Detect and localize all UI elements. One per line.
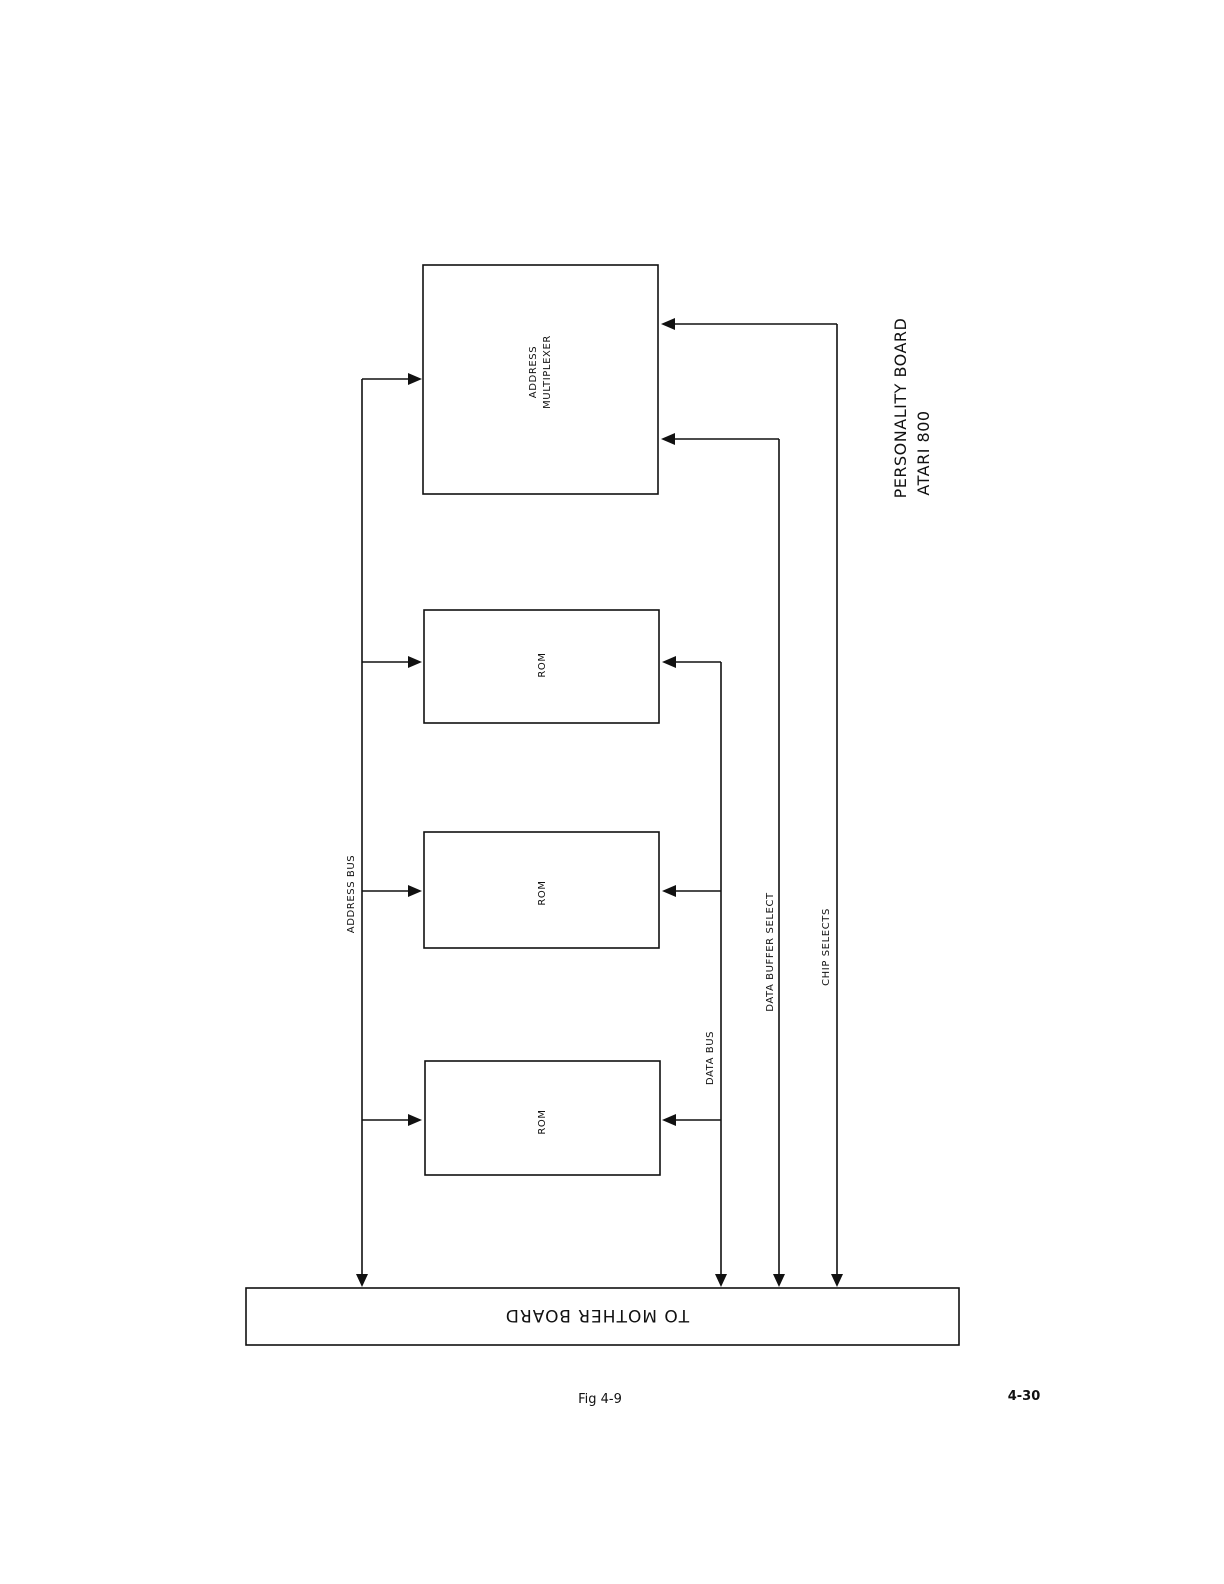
arrow-right-icon (408, 656, 422, 668)
address-bus-lines (356, 373, 422, 1287)
mother-board-label: TO MOTHER BOARD (505, 1305, 690, 1325)
arrow-left-icon (662, 1114, 676, 1126)
arrow-down-icon (715, 1274, 727, 1287)
rom-label-2: ROM (537, 880, 548, 905)
arrow-right-icon (408, 373, 422, 385)
address-multiplexer-label-2: MULTIPLEXER (542, 335, 553, 409)
data-buffer-select-lines (661, 433, 785, 1287)
data-bus-label: DATA BUS (705, 1031, 716, 1085)
figure-caption: Fig 4-9 (578, 1392, 622, 1407)
arrow-down-icon (831, 1274, 843, 1287)
arrow-down-icon (356, 1274, 368, 1287)
rom-label-3: ROM (537, 1109, 548, 1134)
chip-selects-lines (661, 318, 843, 1287)
rom-label-1: ROM (537, 652, 548, 677)
arrow-left-icon (662, 656, 676, 668)
arrow-right-icon (408, 885, 422, 897)
arrow-left-icon (661, 433, 675, 445)
diagram-title-line2: ATARI 800 (914, 410, 933, 495)
arrow-down-icon (773, 1274, 785, 1287)
address-bus-label: ADDRESS BUS (346, 855, 357, 934)
arrow-left-icon (661, 318, 675, 330)
arrow-right-icon (408, 1114, 422, 1126)
data-buffer-select-label: DATA BUFFER SELECT (765, 892, 776, 1012)
diagram-title-line1: PERSONALITY BOARD (891, 318, 910, 499)
chip-selects-label: CHIP SELECTS (821, 908, 832, 986)
arrow-left-icon (662, 885, 676, 897)
data-bus-lines (662, 656, 727, 1287)
address-multiplexer-block (423, 265, 658, 494)
page-number: 4-30 (1008, 1389, 1041, 1404)
address-multiplexer-label-1: ADDRESS (528, 346, 539, 398)
